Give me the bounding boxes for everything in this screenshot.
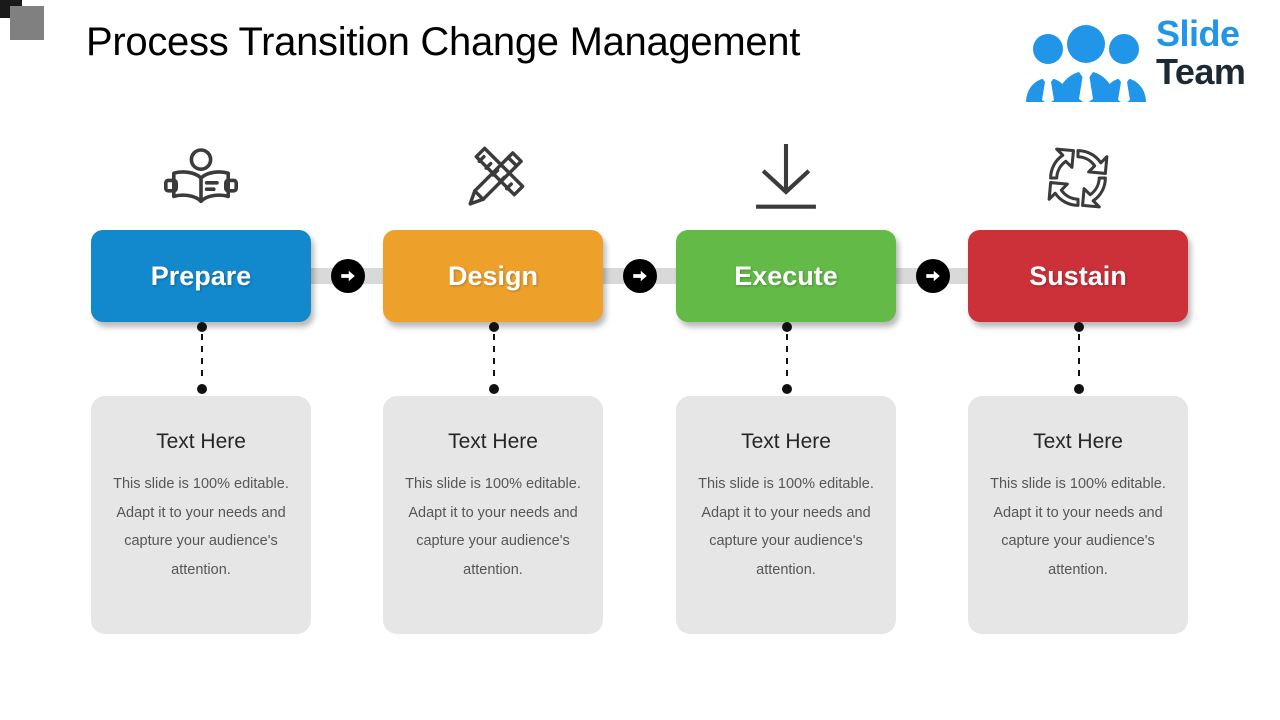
desc-card-prepare[interactable]: Text Here This slide is 100% editable. A… [91, 396, 311, 634]
step-connector-sustain [1073, 322, 1085, 394]
connector-dot-bottom [782, 384, 792, 394]
desc-title-prepare: Text Here [156, 430, 246, 453]
step-label-prepare: Prepare [150, 260, 252, 291]
step-label-execute: Execute [734, 260, 838, 291]
connector-dashed-line [201, 334, 203, 382]
desc-card-design[interactable]: Text Here This slide is 100% editable. A… [383, 396, 603, 634]
connector-dot-bottom [197, 384, 207, 394]
desc-title-sustain: Text Here [1033, 430, 1123, 453]
connector-dashed-line [786, 334, 788, 382]
desc-body-design: This slide is 100% editable. Adapt it to… [405, 476, 581, 579]
desc-title-execute: Text Here [741, 430, 831, 453]
step-label-design: Design [447, 260, 539, 291]
step-box-prepare[interactable]: Prepare [91, 230, 311, 322]
arrow-connector-2 [623, 259, 657, 293]
step-connector-execute [781, 322, 793, 394]
connector-dot-top [489, 322, 499, 332]
slideteam-people-logo-icon [1022, 22, 1150, 102]
step-icon-execute [726, 138, 846, 218]
connector-dashed-line [1078, 334, 1080, 382]
desc-body-execute: This slide is 100% editable. Adapt it to… [698, 476, 874, 579]
step-icon-sustain [1018, 138, 1138, 218]
connector-dot-top [197, 322, 207, 332]
step-box-sustain[interactable]: Sustain [968, 230, 1188, 322]
slideteam-logo: Slide Team [1010, 10, 1260, 106]
step-box-design[interactable]: Design [383, 230, 603, 322]
desc-card-execute[interactable]: Text Here This slide is 100% editable. A… [676, 396, 896, 634]
corner-gray-square [10, 6, 44, 40]
page-title: Process Transition Change Management [86, 20, 801, 64]
desc-body-sustain: This slide is 100% editable. Adapt it to… [990, 476, 1166, 579]
step-connector-prepare [196, 322, 208, 394]
arrow-connector-1 [331, 259, 365, 293]
step-icon-prepare [141, 138, 261, 218]
connector-dot-bottom [489, 384, 499, 394]
desc-card-sustain[interactable]: Text Here This slide is 100% editable. A… [968, 396, 1188, 634]
desc-body-prepare: This slide is 100% editable. Adapt it to… [113, 476, 289, 579]
step-connector-design [488, 322, 500, 394]
step-label-sustain: Sustain [1029, 260, 1127, 291]
logo-word-team: Team [1156, 51, 1246, 92]
logo-word-slide: Slide [1156, 13, 1240, 54]
connector-dot-top [782, 322, 792, 332]
connector-dot-bottom [1074, 384, 1084, 394]
connector-dot-top [1074, 322, 1084, 332]
slideteam-wordmark: Slide Team [1156, 13, 1246, 92]
arrow-connector-3 [916, 259, 950, 293]
step-icon-design [433, 138, 553, 218]
step-box-execute[interactable]: Execute [676, 230, 896, 322]
connector-dashed-line [493, 334, 495, 382]
desc-title-design: Text Here [448, 430, 538, 453]
